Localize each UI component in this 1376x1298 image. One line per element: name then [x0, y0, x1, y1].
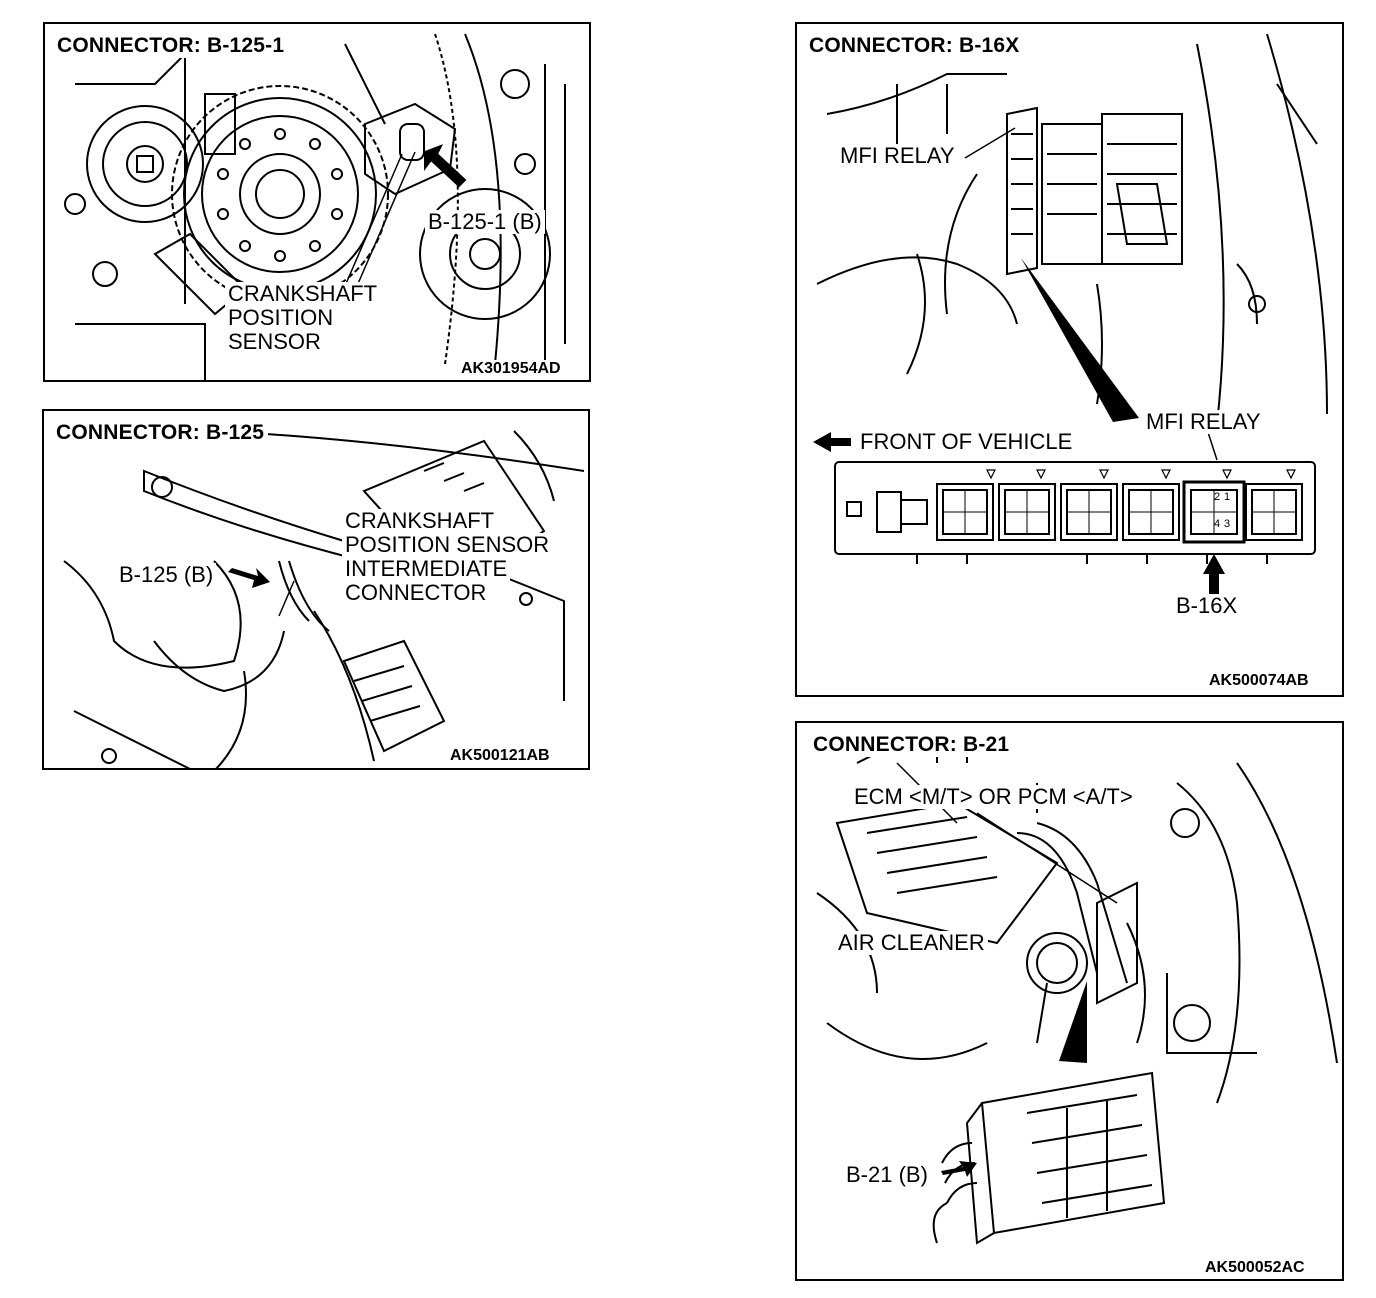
figure-reference: AK500052AC — [1203, 1259, 1307, 1277]
figure-reference: AK500074AB — [1207, 672, 1311, 690]
description-line2: POSITION SENSOR — [342, 533, 553, 557]
engine-bay-ecm-illustration — [816, 742, 1338, 1245]
mfi-relay-label-bottom: MFI RELAY — [1143, 410, 1264, 434]
sensor-label-line1: CRANKSHAFT — [225, 282, 381, 306]
mfi-relay-label-top: MFI RELAY — [837, 144, 958, 168]
pin-label: 1 — [1224, 491, 1231, 503]
front-of-vehicle-label: FRONT OF VEHICLE — [857, 430, 1076, 454]
relay-block-outline — [834, 461, 1316, 564]
panel-title: CONNECTOR: B-21 — [809, 733, 1014, 757]
relay-box-illustration — [813, 33, 1328, 596]
connector-label: B-21 (B) — [843, 1163, 931, 1187]
engine-crankshaft-illustration — [64, 33, 566, 380]
description-line4: CONNECTOR — [342, 581, 490, 605]
sensor-label-line3: SENSOR — [225, 330, 324, 354]
panel-connector-b-21: CONNECTOR: B-21 ECM <M/T> OR PCM <A/T> A… — [795, 721, 1344, 1281]
pin-label: 3 — [1224, 518, 1231, 530]
pin-label: 4 — [1214, 518, 1221, 530]
engine-harness-illustration — [63, 428, 585, 768]
pin-label: 2 — [1214, 491, 1221, 503]
figure-reference: AK301954AD — [459, 360, 563, 378]
description-line1: CRANKSHAFT — [342, 509, 498, 533]
panel-title: CONNECTOR: B-125 — [52, 421, 269, 445]
ecm-pcm-label: ECM <M/T> OR PCM <A/T> — [851, 785, 1136, 809]
sensor-label-line2: POSITION — [225, 306, 337, 330]
panel-title: CONNECTOR: B-125-1 — [53, 34, 289, 58]
panel-connector-b-125-1: CONNECTOR: B-125-1 B-125-1 (B) CRANKSHAF… — [43, 22, 591, 382]
panel-connector-b-125: CONNECTOR: B-125 B-125 (B) CRANKSHAFT PO… — [42, 409, 590, 770]
panel-connector-b-16x: 2 1 4 3 CONNECTOR: B-16X MFI RELAY MFI R… — [795, 22, 1344, 697]
relay-sockets — [936, 480, 1303, 544]
panel-title: CONNECTOR: B-16X — [805, 34, 1024, 58]
air-cleaner-label: AIR CLEANER — [835, 931, 988, 955]
connector-label: B-125 (B) — [116, 563, 217, 587]
connector-label: B-125-1 (B) — [425, 210, 545, 234]
description-line3: INTERMEDIATE — [342, 557, 511, 581]
connector-label: B-16X — [1173, 594, 1241, 618]
figure-reference: AK500121AB — [448, 747, 552, 765]
